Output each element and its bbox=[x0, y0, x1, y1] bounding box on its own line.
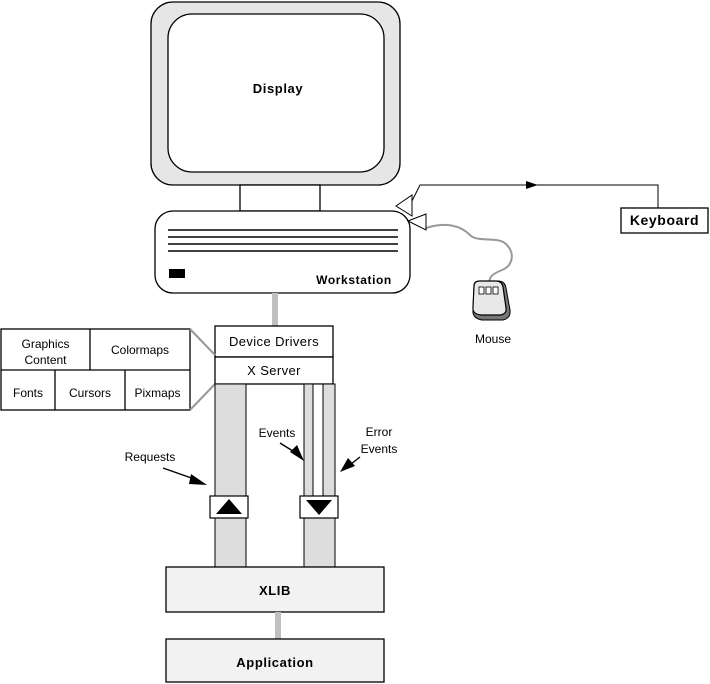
display-screen bbox=[167, 13, 385, 173]
pixmaps-label: Pixmaps bbox=[134, 386, 181, 400]
event-channel bbox=[299, 383, 339, 568]
workstation-body bbox=[154, 210, 411, 294]
xlib-box bbox=[165, 566, 385, 613]
events-label: Events bbox=[258, 426, 296, 440]
workstation-label: Workstation bbox=[316, 273, 392, 287]
error-events-label-line1: Error bbox=[365, 425, 393, 439]
cursors-label: Cursors bbox=[68, 386, 111, 400]
requests-label: Requests bbox=[124, 450, 176, 464]
device-drivers-box bbox=[214, 325, 334, 358]
events-arrowhead bbox=[290, 445, 304, 461]
annotation-arrows bbox=[162, 442, 361, 485]
mouse-icon bbox=[472, 280, 507, 316]
server-resources-table bbox=[0, 328, 216, 411]
keyboard-label: Keyboard bbox=[629, 212, 700, 228]
workstation-connector bbox=[272, 293, 278, 326]
mouse-connection bbox=[406, 213, 513, 321]
monitor-stand bbox=[239, 184, 321, 212]
down-triangle-icon bbox=[306, 500, 332, 515]
graphics-content-label-line2: Content bbox=[24, 353, 67, 367]
xlib-label: XLIB bbox=[258, 583, 291, 598]
up-triangle-icon bbox=[216, 499, 242, 514]
requests-arrowhead bbox=[189, 474, 207, 485]
device-drivers-label: Device Drivers bbox=[228, 334, 320, 349]
error-events-label-line2: Events bbox=[360, 442, 398, 456]
resources-link bbox=[189, 328, 216, 356]
keyboard-connection bbox=[395, 181, 709, 234]
event-pipe-inner bbox=[313, 385, 323, 496]
graphics-content-label-line1: Graphics bbox=[21, 337, 70, 351]
x-server-label: X Server bbox=[247, 363, 301, 378]
request-channel bbox=[209, 383, 249, 568]
request-pipe bbox=[214, 383, 247, 568]
keyboard-input-arrow bbox=[395, 194, 413, 217]
error-events-arrowhead bbox=[340, 458, 355, 472]
application-box bbox=[165, 638, 385, 683]
keyboard-direction-arrow bbox=[526, 181, 538, 189]
drive-slot bbox=[169, 269, 185, 278]
mouse-cable bbox=[425, 223, 513, 285]
keyboard-cable bbox=[411, 184, 659, 208]
fonts-label: Fonts bbox=[12, 386, 43, 400]
monitor bbox=[150, 1, 401, 212]
mouse-input-arrow bbox=[406, 213, 427, 231]
x-server-stack bbox=[214, 325, 334, 385]
error-events-pointer bbox=[350, 456, 361, 465]
application-label: Application bbox=[236, 655, 314, 670]
resources-link bbox=[189, 383, 216, 411]
xlib-application-connector bbox=[275, 612, 281, 639]
client-stack bbox=[165, 566, 385, 683]
mouse-button bbox=[485, 286, 492, 295]
x-server-box bbox=[214, 356, 334, 385]
mouse-label: Mouse bbox=[474, 332, 512, 346]
mouse-button bbox=[492, 286, 499, 295]
mouse-button bbox=[478, 286, 485, 295]
workstation bbox=[154, 210, 411, 294]
keyboard-box bbox=[620, 207, 709, 234]
colormaps-label: Colormaps bbox=[110, 343, 170, 357]
display-label: Display bbox=[252, 81, 304, 96]
